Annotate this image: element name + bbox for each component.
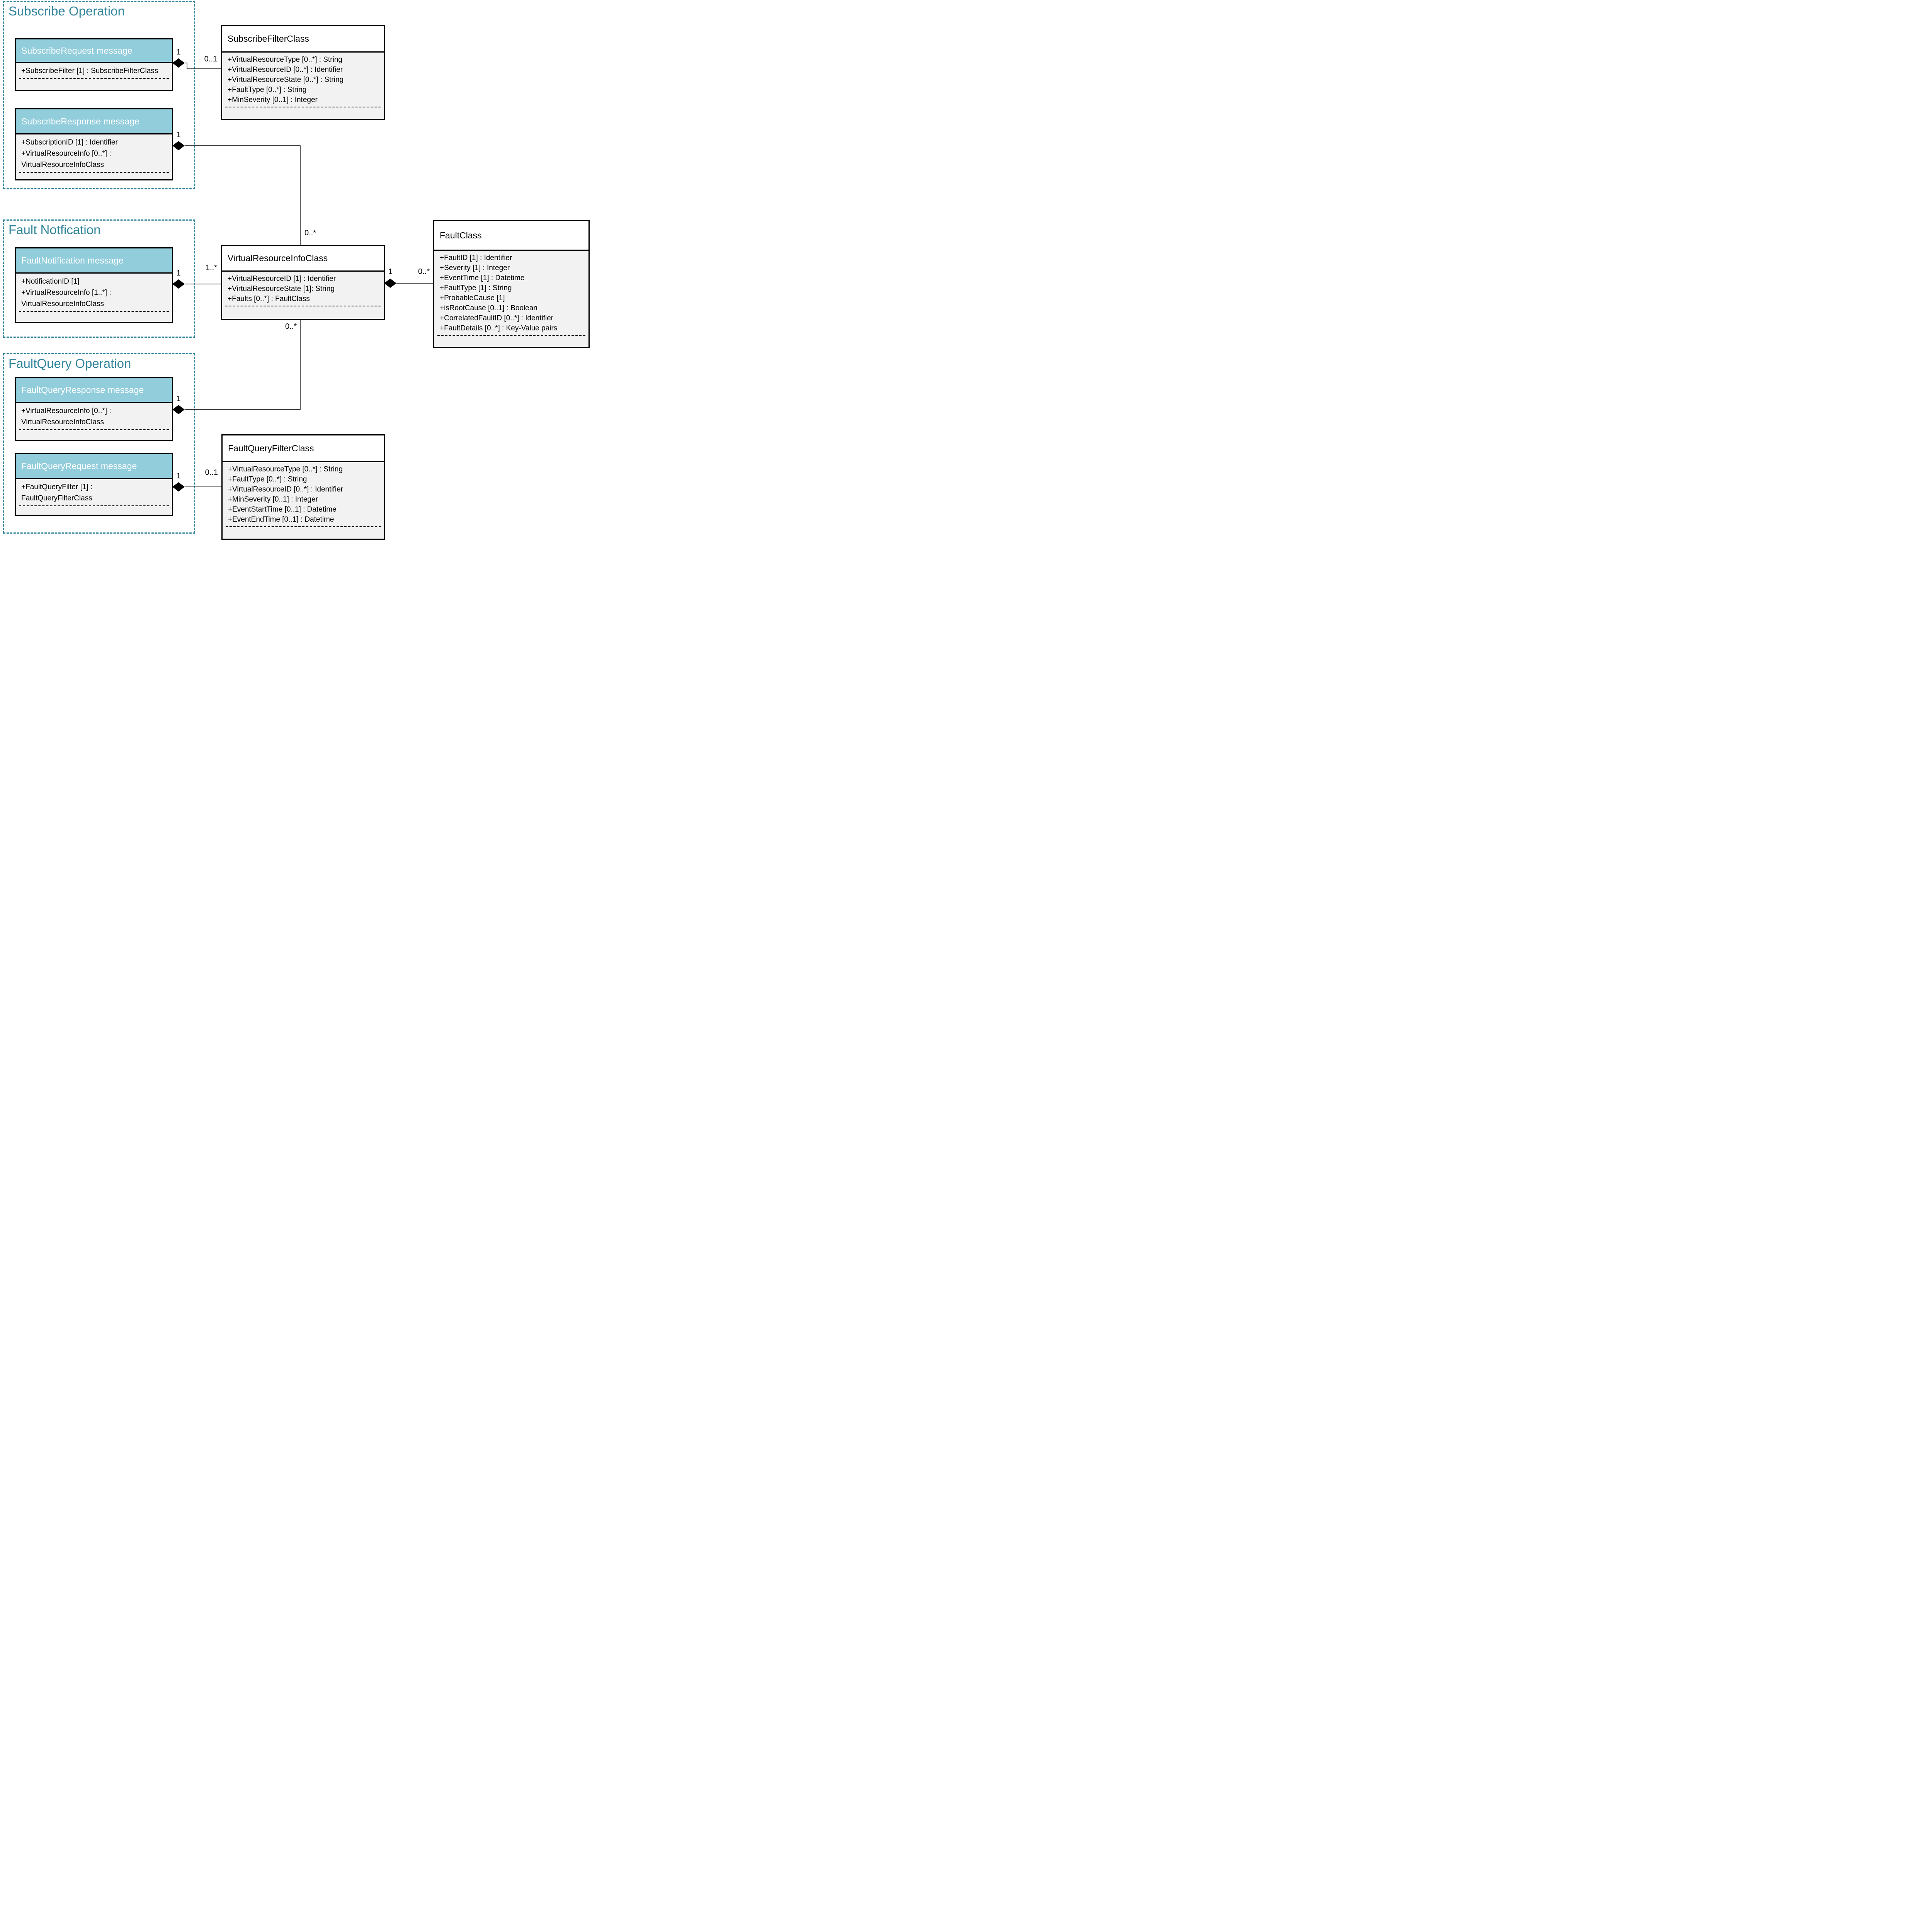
attribute: FaultQueryFilterClass xyxy=(21,494,92,502)
attribute-section: +SubscribeFilter [1] : SubscribeFilterCl… xyxy=(16,63,172,77)
multiplicity-label: 0..* xyxy=(304,229,316,237)
attribute: +VirtualResourceState [1]: String xyxy=(228,285,335,293)
attribute: +Faults [0..*] : FaultClass xyxy=(228,295,310,303)
composition-diamond-icon xyxy=(384,279,396,288)
class-title: VirtualResourceInfoClass xyxy=(228,253,328,263)
class-box-faultquery-request: FaultQueryRequest message +FaultQueryFil… xyxy=(15,453,173,516)
class-title: SubscribeFilterClass xyxy=(228,33,309,44)
attribute: +VirtualResourceID [0..*] : Identifier xyxy=(228,66,343,74)
attribute: VirtualResourceInfoClass xyxy=(21,418,104,426)
attribute: +FaultType [1] : String xyxy=(440,284,512,292)
connector-subscriberesponse-virtualresourceinfoclass xyxy=(185,145,301,245)
attribute: +CorrelatedFaultID [0..*] : Identifier xyxy=(440,314,554,322)
attribute: VirtualResourceInfoClass xyxy=(21,161,104,169)
section-divider xyxy=(437,335,585,336)
attribute: +FaultQueryFilter [1] : xyxy=(21,483,93,491)
attribute: +VirtualResourceInfo [0..*] : xyxy=(21,150,111,158)
connector-faultqueryresponse-virtualresourceinfoclass xyxy=(185,320,301,410)
attribute: +FaultID [1] : Identifier xyxy=(440,254,512,262)
group-fault-notification xyxy=(3,219,195,338)
class-title: FaultQueryFilterClass xyxy=(228,443,314,453)
class-box-faultquery-response: FaultQueryResponse message +VirtualResou… xyxy=(15,377,173,441)
attribute-section: +VirtualResourceType [0..*] : String +Fa… xyxy=(223,462,384,525)
class-box-subscribe-filter-class: SubscribeFilterClass +VirtualResourceTyp… xyxy=(221,25,385,120)
class-box-faultquery-filter-class: FaultQueryFilterClass +VirtualResourceTy… xyxy=(221,434,385,540)
multiplicity-label: 1 xyxy=(388,267,393,276)
class-title: FaultQueryRequest message xyxy=(21,461,137,471)
attribute-section: +VirtualResourceInfo [0..*] : VirtualRes… xyxy=(16,403,172,428)
section-divider xyxy=(19,172,169,173)
attribute: +FaultType [0..*] : String xyxy=(228,86,307,94)
attribute: VirtualResourceInfoClass xyxy=(21,300,104,308)
attribute-section: +NotificationID [1] +VirtualResourceInfo… xyxy=(16,274,172,310)
section-divider xyxy=(226,526,381,527)
attribute-section: +FaultQueryFilter [1] : FaultQueryFilter… xyxy=(16,479,172,504)
multiplicity-label: 1 xyxy=(176,131,181,139)
class-title: FaultNotification message xyxy=(21,255,124,265)
attribute-section: +VirtualResourceID [1] : Identifier +Vir… xyxy=(222,272,384,304)
attribute: +Severity [1] : Integer xyxy=(440,264,510,272)
attribute: +VirtualResourceType [0..*] : String xyxy=(228,465,343,473)
attribute: +NotificationID [1] xyxy=(21,277,80,286)
attribute: +VirtualResourceType [0..*] : String xyxy=(228,56,342,64)
attribute: +EventTime [1] : Datetime xyxy=(440,274,525,282)
multiplicity-label: 1 xyxy=(176,48,181,56)
attribute: +EventEndTime [0..1] : Datetime xyxy=(228,515,334,524)
group-title-fault-notification: Fault Notfication xyxy=(9,223,101,237)
class-title: SubscribeRequest message xyxy=(21,45,133,56)
multiplicity-label: 0..* xyxy=(285,322,297,331)
attribute: +MinSeverity [0..1] : Integer xyxy=(228,96,318,104)
attribute: +VirtualResourceInfo [0..*] : xyxy=(21,407,111,415)
attribute: +isRootCause [0..1] : Boolean xyxy=(440,304,537,312)
attribute: +MinSeverity [0..1] : Integer xyxy=(228,495,318,503)
multiplicity-label: 1 xyxy=(176,472,181,480)
attribute: +VirtualResourceState [0..*] : String xyxy=(228,76,344,84)
attribute: +VirtualResourceInfo [1..*] : xyxy=(21,289,111,297)
uml-class-diagram: Subscribe Operation Fault Notfication Fa… xyxy=(0,0,590,541)
attribute-section: +FaultID [1] : Identifier +Severity [1] … xyxy=(434,251,588,333)
multiplicity-label: 1 xyxy=(176,269,181,277)
section-divider xyxy=(19,429,169,430)
attribute: +VirtualResourceID [1] : Identifier xyxy=(228,275,336,283)
group-subscribe-operation xyxy=(3,1,195,189)
class-title: FaultClass xyxy=(440,230,482,240)
class-title: FaultQueryResponse message xyxy=(21,384,144,395)
multiplicity-label: 1 xyxy=(176,395,181,403)
class-box-fault-notification-message: FaultNotification message +NotificationI… xyxy=(15,247,173,323)
multiplicity-label: 0..1 xyxy=(204,55,217,63)
multiplicity-label: 0..1 xyxy=(205,468,218,477)
class-box-virtual-resource-info-class: VirtualResourceInfoClass +VirtualResourc… xyxy=(221,245,385,320)
attribute: +VirtualResourceID [0..*] : Identifier xyxy=(228,485,343,493)
multiplicity-label: 1..* xyxy=(205,264,217,272)
section-divider xyxy=(19,78,169,79)
attribute: +FaultType [0..*] : String xyxy=(228,475,307,483)
attribute: +SubscribeFilter [1] : SubscribeFilterCl… xyxy=(21,67,158,75)
section-divider xyxy=(19,505,169,506)
group-faultquery-operation xyxy=(3,353,195,534)
attribute-section: +SubscriptionID [1] : Identifier +Virtua… xyxy=(16,134,172,170)
section-divider xyxy=(19,311,169,312)
attribute: +FaultDetails [0..*] : Key-Value pairs xyxy=(440,324,558,332)
class-title: SubscribeResponse message xyxy=(21,116,139,126)
group-title-subscribe-operation: Subscribe Operation xyxy=(9,4,125,18)
group-title-faultquery-operation: FaultQuery Operation xyxy=(9,356,131,371)
multiplicity-label: 0..* xyxy=(418,267,430,276)
attribute: +ProbableCause [1] xyxy=(440,294,505,302)
class-box-subscribe-request: SubscribeRequest message +SubscribeFilte… xyxy=(15,38,173,91)
class-box-fault-class: FaultClass +FaultID [1] : Identifier +Se… xyxy=(433,220,590,348)
class-box-subscribe-response: SubscribeResponse message +SubscriptionI… xyxy=(15,108,173,180)
attribute: +SubscriptionID [1] : Identifier xyxy=(21,138,118,146)
attribute: +EventStartTime [0..1] : Datetime xyxy=(228,505,337,514)
attribute-section: +VirtualResourceType [0..*] : String +Vi… xyxy=(222,53,384,105)
